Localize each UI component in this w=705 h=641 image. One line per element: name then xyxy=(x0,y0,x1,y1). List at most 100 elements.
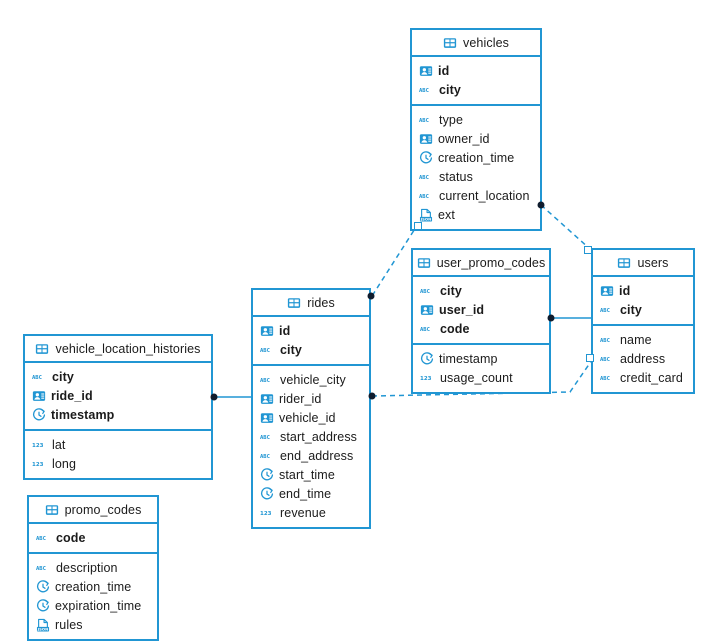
abc-text-type-icon: ABC xyxy=(260,343,275,356)
field-row[interactable]: vehicle_id xyxy=(253,408,369,427)
field-row[interactable]: JSON ext xyxy=(412,205,540,224)
abc-text-type-icon: ABC xyxy=(600,352,615,365)
field-row[interactable]: creation_time xyxy=(412,148,540,167)
field-row[interactable]: 123 lat xyxy=(25,435,211,454)
field-name-label: owner_id xyxy=(438,131,490,146)
table-header-vehicle_location_histories[interactable]: vehicle_location_histories xyxy=(25,336,211,363)
svg-text:123: 123 xyxy=(32,443,44,449)
clock-type-icon xyxy=(32,407,46,422)
field-row[interactable]: expiration_time xyxy=(29,596,157,615)
svg-text:ABC: ABC xyxy=(600,338,610,344)
abc-text-type-icon: ABC xyxy=(419,83,434,96)
table-header-rides[interactable]: rides xyxy=(253,290,369,317)
field-row[interactable]: id xyxy=(593,281,693,300)
clock-type-icon xyxy=(260,486,274,501)
field-name-label: city xyxy=(439,82,461,97)
relationship-target-marker-open-square xyxy=(584,246,592,254)
field-row[interactable]: creation_time xyxy=(29,577,157,596)
table-icon xyxy=(417,256,431,270)
field-name-label: ext xyxy=(438,207,455,222)
field-row[interactable]: id xyxy=(253,321,369,340)
abc-text-type-icon: ABC xyxy=(36,561,51,574)
field-name-label: end_time xyxy=(279,486,332,501)
field-row[interactable]: ABC city xyxy=(412,80,540,99)
field-row[interactable]: timestamp xyxy=(413,349,549,368)
field-row[interactable]: id xyxy=(412,61,540,80)
field-name-label: timestamp xyxy=(51,407,115,422)
field-name-label: vehicle_id xyxy=(279,410,336,425)
field-name-label: address xyxy=(620,351,666,366)
table-header-users[interactable]: users xyxy=(593,250,693,277)
field-row[interactable]: timestamp xyxy=(25,405,211,424)
field-row[interactable]: ride_id xyxy=(25,386,211,405)
123-number-type-icon: 123 xyxy=(32,438,47,451)
abc-text-type-icon: ABC xyxy=(600,371,615,384)
field-row[interactable]: ABC address xyxy=(593,349,693,368)
svg-text:123: 123 xyxy=(420,376,432,382)
field-name-label: city xyxy=(52,369,74,384)
svg-text:ABC: ABC xyxy=(36,566,46,572)
field-name-label: city xyxy=(440,283,462,298)
relationship-source-marker-dot xyxy=(368,392,376,400)
svg-text:ABC: ABC xyxy=(36,536,46,542)
field-name-label: status xyxy=(439,169,473,184)
svg-text:ABC: ABC xyxy=(419,88,429,94)
table-name-label: promo_codes xyxy=(64,502,142,517)
field-row[interactable]: ABC status xyxy=(412,167,540,186)
field-name-label: rider_id xyxy=(279,391,322,406)
field-row[interactable]: start_time xyxy=(253,465,369,484)
field-row[interactable]: end_time xyxy=(253,484,369,503)
field-row[interactable]: ABC description xyxy=(29,558,157,577)
field-name-label: ride_id xyxy=(51,388,93,403)
svg-text:ABC: ABC xyxy=(600,376,610,382)
field-name-label: timestamp xyxy=(439,351,498,366)
relationship-line-vehicles-to-users[interactable] xyxy=(540,204,591,250)
field-row[interactable]: user_id xyxy=(413,300,549,319)
table-name-label: users xyxy=(637,255,669,270)
field-name-label: lat xyxy=(52,437,66,452)
field-row[interactable]: rider_id xyxy=(253,389,369,408)
field-name-label: vehicle_city xyxy=(280,372,346,387)
field-name-label: description xyxy=(56,560,118,575)
table-icon xyxy=(443,36,457,50)
table-header-user_promo_codes[interactable]: user_promo_codes xyxy=(413,250,549,277)
svg-text:ABC: ABC xyxy=(419,175,429,181)
table-name-label: rides xyxy=(307,295,335,310)
table-header-promo_codes[interactable]: promo_codes xyxy=(29,497,157,524)
field-name-label: long xyxy=(52,456,77,471)
svg-text:JSON: JSON xyxy=(420,217,431,221)
field-row[interactable]: owner_id xyxy=(412,129,540,148)
id-card-type-icon xyxy=(260,392,274,406)
table-header-vehicles[interactable]: vehicles xyxy=(412,30,540,57)
table-icon xyxy=(287,296,301,310)
id-card-type-icon xyxy=(32,389,46,403)
field-name-label: rules xyxy=(55,617,83,632)
field-name-label: city xyxy=(620,302,642,317)
